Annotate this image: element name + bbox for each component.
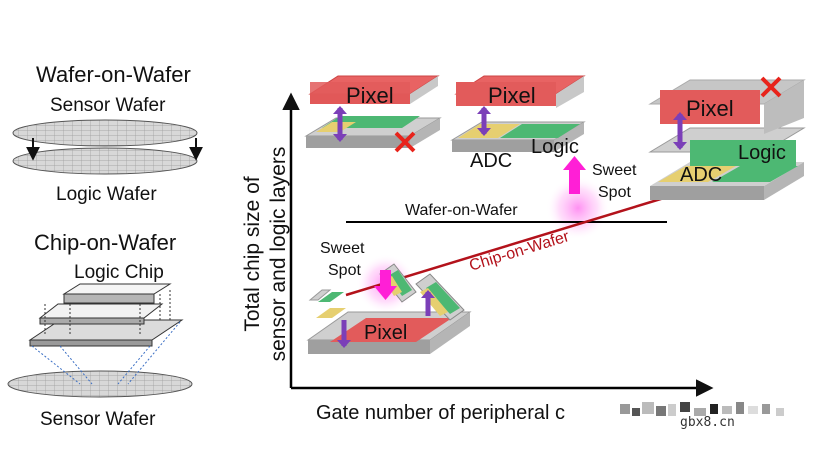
sensor-wafer-disc	[12, 119, 198, 147]
sweet-spot-left-line2: Spot	[328, 262, 361, 279]
sweet-spot-glow-right	[546, 176, 610, 240]
chip-stack-4	[306, 263, 472, 354]
chip2-pixel-label: Pixel	[488, 83, 536, 108]
chip3-adc-region	[658, 166, 736, 182]
y-axis-label-line1: Total chip size of	[241, 176, 264, 332]
chip2-pixel-layer	[456, 82, 556, 106]
chart-axes	[282, 92, 714, 397]
wow-line-label: Wafer-on-Wafer	[405, 202, 518, 219]
chip3-reject-icon	[760, 76, 782, 98]
cow-illustration	[7, 283, 193, 398]
wow-title: Wafer-on-Wafer	[36, 62, 191, 87]
sweet-spot-arrow-right	[563, 156, 586, 170]
cow-lower-chip	[38, 303, 164, 319]
sweet-spot-right-line2: Spot	[598, 184, 631, 201]
chip3-adc-label: ADC	[680, 164, 723, 186]
y-axis-label: Total chip size of sensor and logic laye…	[240, 134, 292, 374]
sweet-spot-arrow-left	[374, 286, 397, 300]
chip2-logic-label: Logic	[531, 136, 579, 158]
chip3-logic-label: Logic	[738, 142, 786, 164]
logic-wafer-disc	[12, 147, 198, 175]
chip1-reject-icon	[394, 131, 416, 153]
sweet-spot-right-line1: Sweet	[592, 162, 637, 179]
sensor-wafer-label: Sensor Wafer	[50, 95, 166, 116]
chip4-pixel-layer	[330, 318, 452, 342]
logic-chip-label: Logic Chip	[74, 262, 164, 283]
watermark-mosaic	[620, 402, 784, 416]
x-axis-label: Gate number of peripheral c	[316, 402, 566, 424]
cow-sensor-wafer-disc	[7, 370, 193, 398]
chip3-logic-region	[712, 166, 798, 182]
chip-stack-2	[450, 75, 586, 194]
cow-title: Chip-on-Wafer	[34, 230, 177, 255]
chip4-pixel-label: Pixel	[364, 322, 408, 344]
chip-stack-1	[304, 75, 442, 153]
chip-stack-3	[648, 76, 806, 200]
logic-wafer-label: Logic Wafer	[56, 184, 157, 205]
wow-illustration	[12, 119, 203, 175]
sweet-spot-left-line1: Sweet	[320, 240, 365, 257]
chip1-pixel-label: Pixel	[346, 83, 394, 108]
chip3-pixel-label: Pixel	[686, 96, 734, 121]
y-axis-label-line2: sensor and logic layers	[267, 146, 290, 362]
chip2-adc-label: ADC	[470, 150, 513, 172]
cow-sensor-wafer-label: Sensor Wafer	[40, 409, 156, 430]
chip2-logic-region	[500, 124, 580, 138]
cow-logic-chip	[62, 283, 172, 295]
chip2-adc-region	[458, 124, 520, 138]
watermark-text: gbx8.cn	[680, 415, 735, 430]
